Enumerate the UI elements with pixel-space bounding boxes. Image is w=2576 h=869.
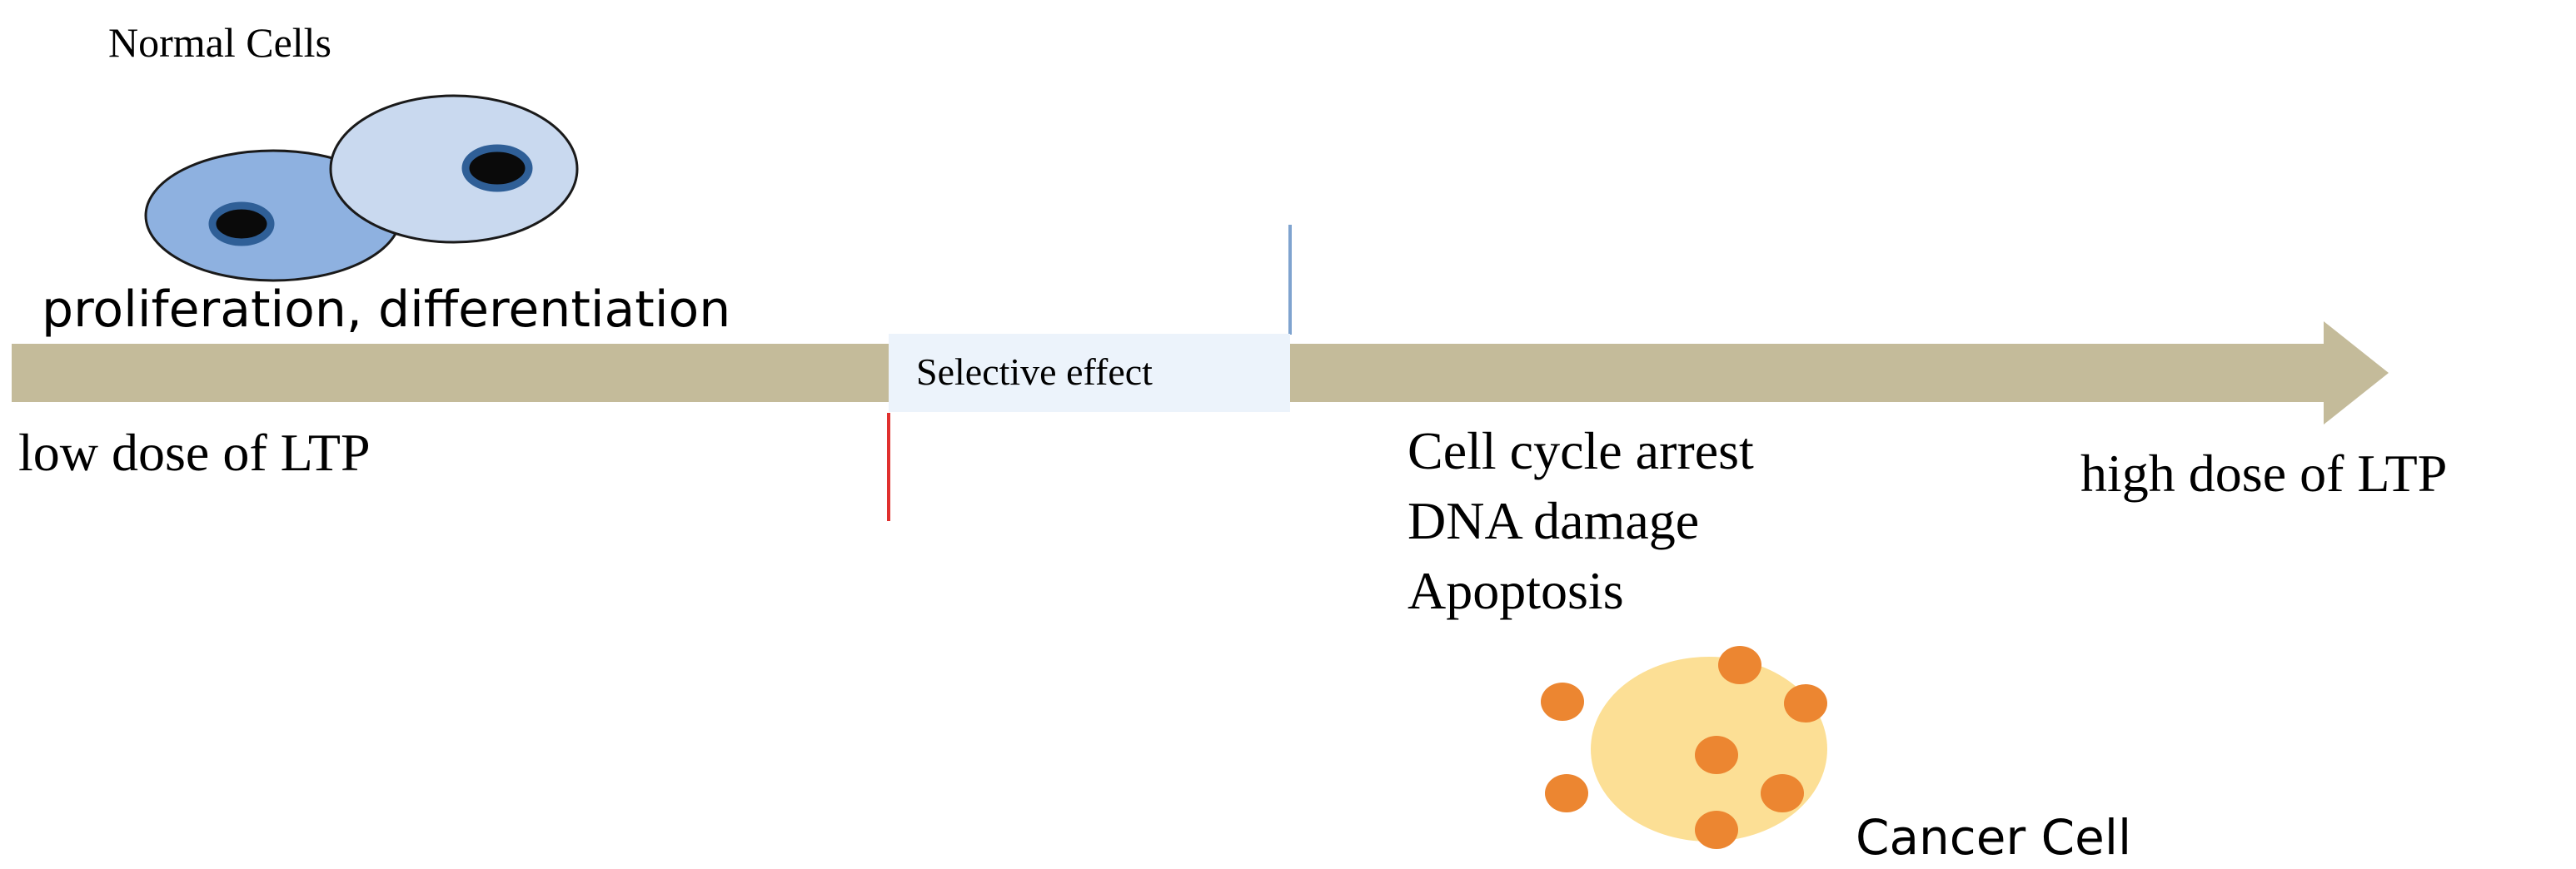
cancer-cell-spot — [1761, 774, 1804, 812]
normal-cells-title: Normal Cells — [108, 19, 331, 66]
cancer-cell-spot — [1545, 774, 1588, 812]
cancer-cell-spot — [1695, 736, 1738, 774]
cancer-effect-dna-damage: DNA damage — [1408, 491, 1699, 550]
cancer-effect-cell-cycle-arrest: Cell cycle arrest — [1408, 421, 1754, 480]
cancer-cell-spot — [1541, 683, 1584, 721]
selective-effect-box-bg — [889, 334, 1290, 412]
normal-cell-back-nucleus — [208, 201, 275, 246]
low-dose-label: low dose of LTP — [18, 423, 371, 482]
selective-effect-label: Selective effect — [916, 350, 1153, 393]
cancer-cell-illustration — [1541, 646, 1827, 849]
cancer-cell-spot — [1784, 684, 1827, 723]
cancer-cell-spot — [1718, 646, 1761, 684]
cancer-cell-label: Cancer Cell — [1856, 809, 2131, 866]
normal-cells-illustration — [144, 94, 579, 282]
normal-cells-effect: proliferation, differentiation — [42, 281, 730, 339]
normal-cell-front — [329, 94, 579, 244]
selective-effect-box: Selective effect — [889, 334, 1290, 412]
high-dose-label: high dose of LTP — [2080, 444, 2447, 503]
dose-arrow-head — [2324, 321, 2389, 425]
cancer-cell-spot — [1695, 811, 1738, 849]
normal-cell-front-nucleus — [461, 144, 533, 192]
cancer-effect-apoptosis: Apoptosis — [1408, 561, 1624, 620]
